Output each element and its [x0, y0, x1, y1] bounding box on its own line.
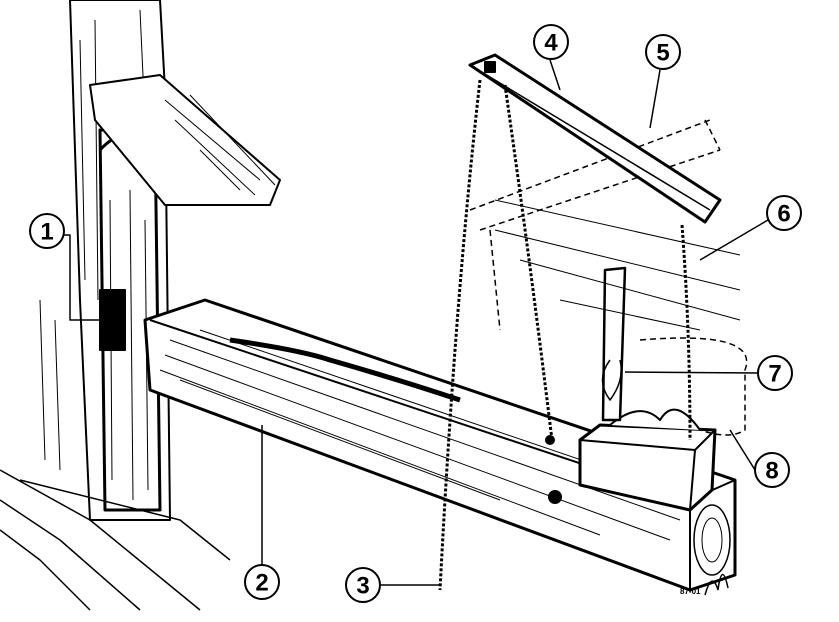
- dashed-outline: [469, 119, 748, 436]
- callout-label: 8: [765, 458, 778, 485]
- lever: [468, 53, 722, 224]
- signature: [704, 573, 729, 596]
- chains: [438, 79, 692, 591]
- callout-1: 1: [29, 213, 65, 249]
- cross-beam: [89, 74, 281, 206]
- callout-4: 4: [533, 24, 569, 60]
- callout-label: 2: [255, 570, 268, 597]
- callout-label: 5: [656, 40, 669, 67]
- callouts: 1 2 3 4 5 6 7 8: [29, 24, 802, 603]
- upright: [601, 266, 627, 422]
- leader-lines: [62, 59, 769, 586]
- callout-label: 1: [40, 219, 53, 246]
- callout-8: 8: [754, 452, 790, 488]
- callout-label: 7: [768, 361, 781, 388]
- callout-label: 4: [544, 30, 558, 57]
- wall-boards: [494, 199, 741, 331]
- ground: [0, 469, 231, 611]
- callout-6: 6: [766, 195, 802, 231]
- callout-7: 7: [757, 355, 793, 391]
- box: [578, 408, 717, 512]
- callout-5: 5: [645, 34, 681, 70]
- signature-code: 87-01: [680, 587, 701, 596]
- callout-label: 3: [356, 573, 369, 600]
- callout-2: 2: [244, 564, 280, 600]
- callout-label: 6: [777, 201, 790, 228]
- callout-3: 3: [345, 567, 381, 603]
